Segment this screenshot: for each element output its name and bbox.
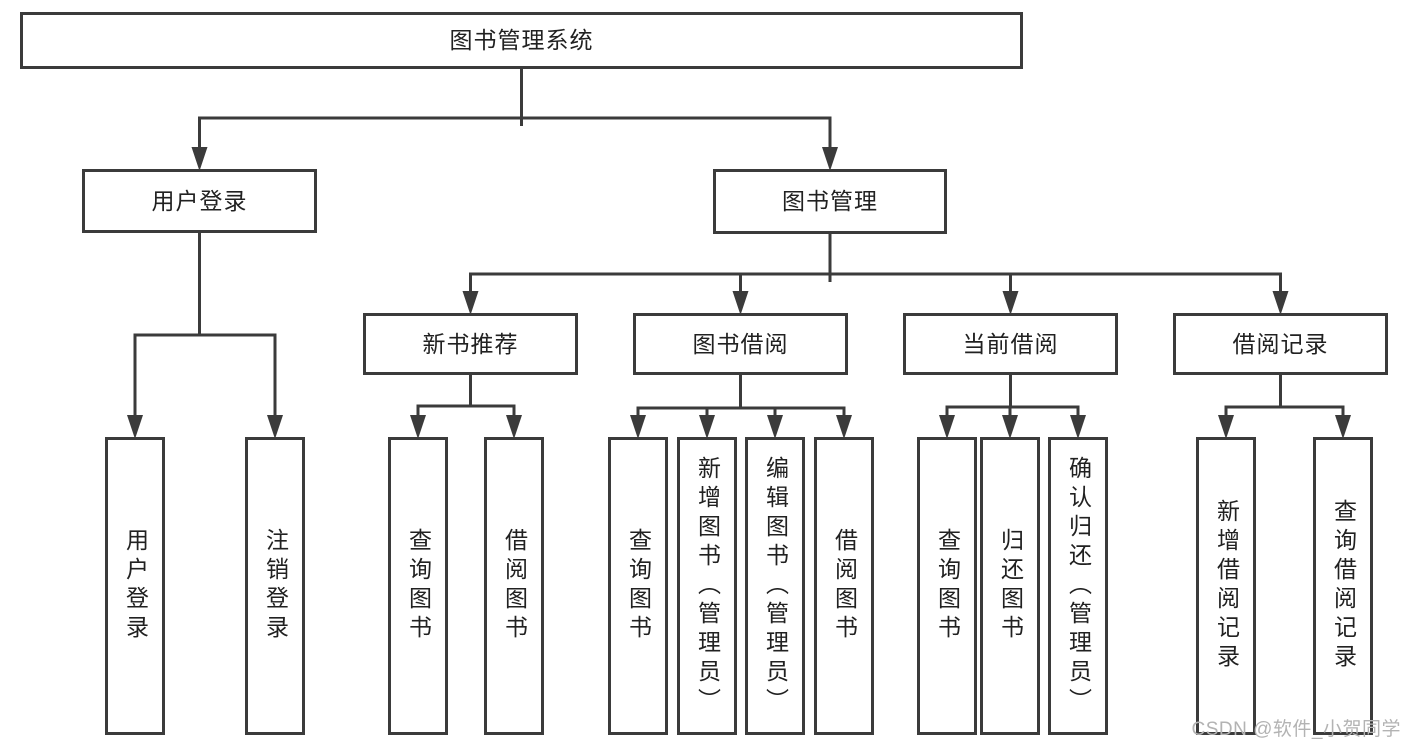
node-label: 查询借阅记录	[1330, 499, 1357, 673]
node-cb-confirm: 确认归还（管理员）	[1048, 437, 1108, 735]
node-label: 借阅图书	[501, 528, 528, 644]
node-label: 借阅图书	[831, 528, 858, 644]
watermark: CSDN @软件_小贺同学	[1191, 719, 1401, 740]
node-bb-add: 新增图书（管理员）	[677, 437, 737, 735]
node-label: 用户登录	[122, 528, 149, 644]
node-bb-edit: 编辑图书（管理员）	[745, 437, 805, 735]
node-label: 新增借阅记录	[1213, 499, 1240, 673]
node-bb-borrow: 借阅图书	[814, 437, 874, 735]
node-label: 注销登录	[262, 528, 289, 644]
node-cb-query: 查询图书	[917, 437, 977, 735]
node-bb-query: 查询图书	[608, 437, 668, 735]
node-label: 图书管理	[782, 188, 878, 214]
node-nb-query: 查询图书	[388, 437, 448, 735]
node-new-book: 新书推荐	[363, 313, 578, 375]
edges-new-book	[410, 374, 522, 439]
node-book-borrow: 图书借阅	[633, 313, 848, 375]
node-book-mgmt: 图书管理	[713, 169, 947, 234]
edges-user-login	[127, 232, 283, 439]
node-root: 图书管理系统	[20, 12, 1023, 69]
node-label: 编辑图书（管理员）	[762, 455, 789, 717]
node-label: 查询图书	[405, 528, 432, 644]
node-current-borrow: 当前借阅	[903, 313, 1118, 375]
node-label: 新增图书（管理员）	[694, 455, 721, 717]
edges-book-mgmt	[462, 233, 1289, 315]
edges-book-borrow	[630, 374, 852, 439]
node-ul-login: 用户登录	[105, 437, 165, 735]
edges-current-borrow	[939, 374, 1086, 439]
edges-root	[191, 68, 838, 171]
node-br-add: 新增借阅记录	[1196, 437, 1256, 735]
node-label: 用户登录	[151, 187, 248, 214]
node-cb-return: 归还图书	[980, 437, 1040, 735]
node-borrow-record: 借阅记录	[1173, 313, 1388, 375]
node-label: 图书管理系统	[449, 27, 594, 53]
node-label: 新书推荐	[422, 330, 519, 357]
node-ul-logout: 注销登录	[245, 437, 305, 735]
node-label: 当前借阅	[962, 330, 1059, 357]
node-user-login: 用户登录	[82, 169, 317, 233]
node-label: 查询图书	[934, 528, 961, 644]
node-label: 查询图书	[625, 528, 652, 644]
node-label: 借阅记录	[1232, 330, 1329, 357]
node-label: 归还图书	[997, 528, 1024, 644]
node-nb-borrow: 借阅图书	[484, 437, 544, 735]
node-br-query: 查询借阅记录	[1313, 437, 1373, 735]
node-label: 确认归还（管理员）	[1065, 455, 1092, 717]
edges-borrow-record	[1218, 374, 1351, 439]
node-label: 图书借阅	[692, 330, 789, 357]
